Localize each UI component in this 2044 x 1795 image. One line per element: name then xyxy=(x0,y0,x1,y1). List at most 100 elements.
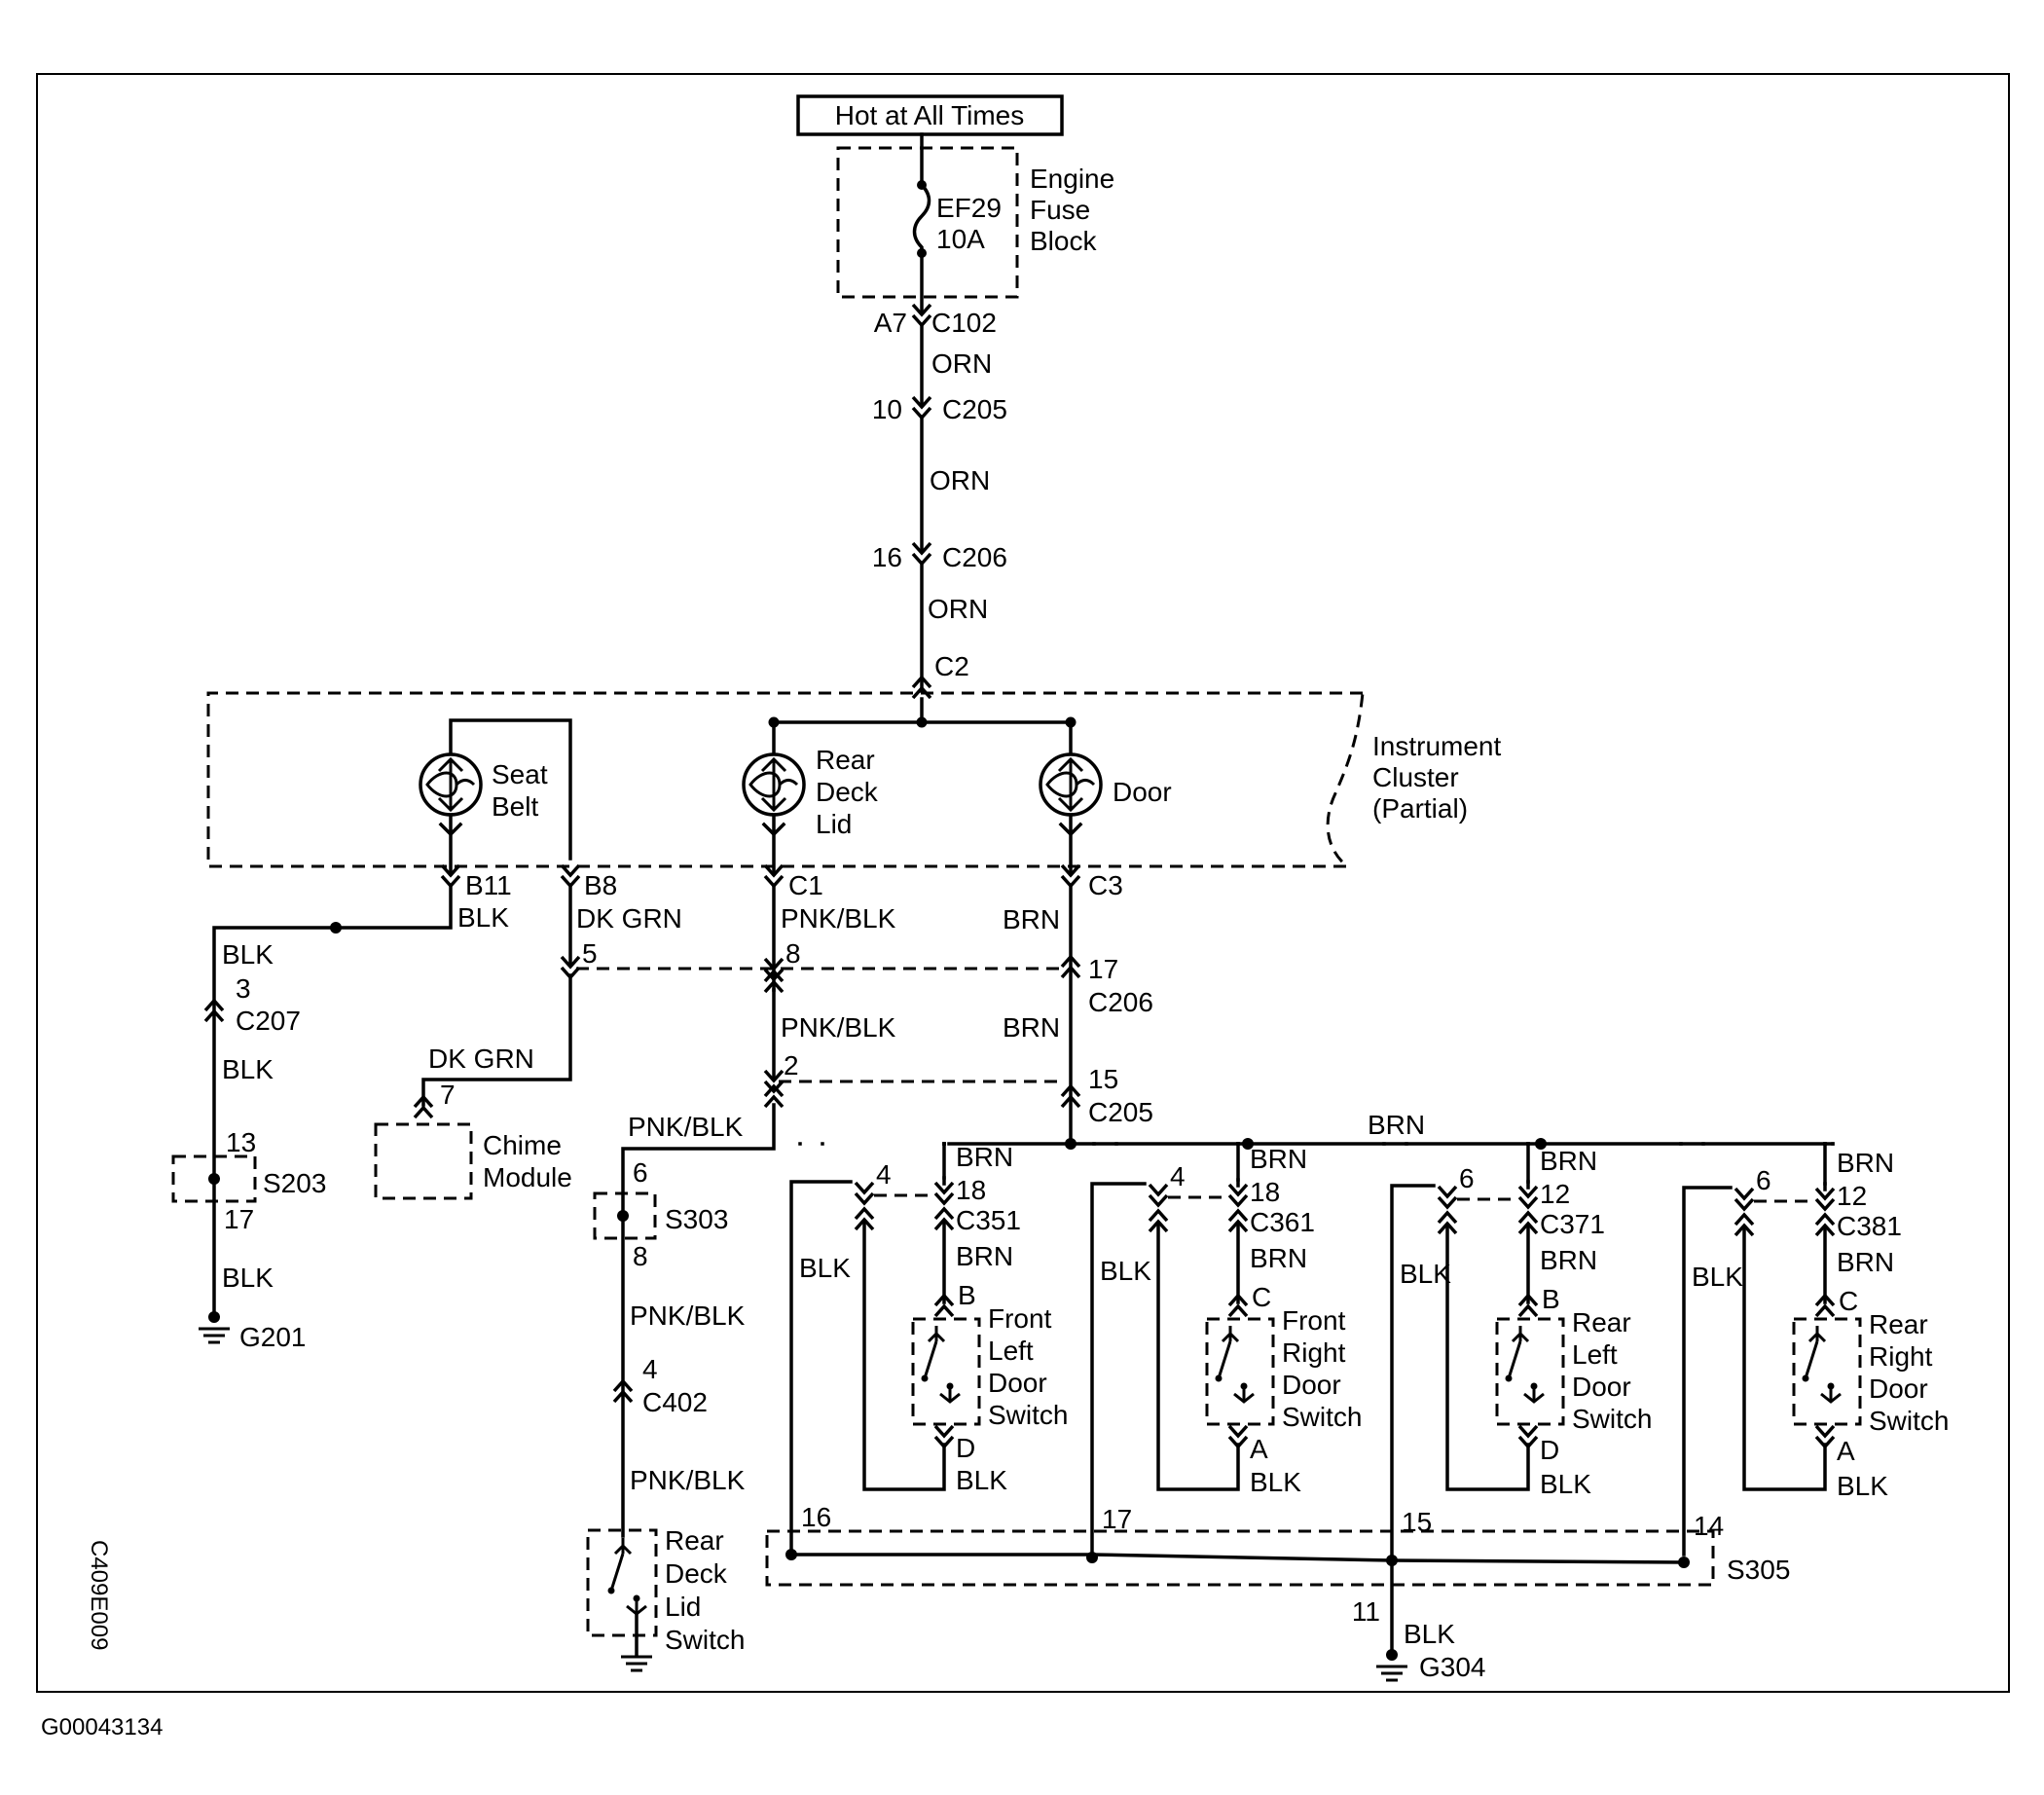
wire-brn-switch-rr: BRN xyxy=(1837,1247,1894,1277)
pin-17-label: 17 xyxy=(1088,954,1118,984)
wire-orn-1: ORN xyxy=(931,348,992,379)
wire-blk-outer-rr: BLK xyxy=(1692,1262,1743,1292)
pin-c1-label: C1 xyxy=(788,870,823,900)
fuse-id: EF29 xyxy=(936,193,1002,223)
wire-pnk-blk-c402-top: PNK/BLK xyxy=(630,1300,746,1331)
wire-blk-c207-top: BLK xyxy=(222,939,274,970)
switch-in-term-fl: B xyxy=(958,1280,976,1310)
splice-s303-outline xyxy=(593,1191,657,1240)
engine-fuse-block-outline xyxy=(836,146,1019,299)
s203-out-pin: 17 xyxy=(224,1204,254,1234)
wire-brn-switch-fl: BRN xyxy=(956,1241,1013,1271)
switch-in-term-rr: C xyxy=(1839,1286,1858,1316)
s203-label: S203 xyxy=(263,1168,326,1198)
wire-brn-top-fl: BRN xyxy=(956,1142,1013,1172)
switch-out-term-fr: A xyxy=(1250,1434,1268,1464)
wire-brn-top-fr: BRN xyxy=(1250,1144,1307,1174)
s305-label: S305 xyxy=(1727,1555,1790,1585)
door-switch-label-rr-1: Right xyxy=(1869,1341,1933,1372)
seat-belt-label-1: Seat xyxy=(492,759,548,789)
door-switch-outline-fr xyxy=(1205,1317,1275,1426)
wire-blk-return-rl: BLK xyxy=(1540,1469,1591,1499)
pin-blk-label-rl: 6 xyxy=(1459,1163,1475,1193)
door-ajar-indicator-icon xyxy=(1039,752,1103,817)
pin-brn-label-fr: 18 xyxy=(1250,1177,1280,1207)
wire-pnk-blk-c1: PNK/BLK xyxy=(781,903,896,934)
ground-g304-icon xyxy=(1374,1665,1409,1682)
c102-pin: A7 xyxy=(874,308,907,338)
door-switch-label-fl-2: Door xyxy=(988,1368,1047,1398)
c402-label: C402 xyxy=(642,1387,708,1417)
wire-brn-top-rl: BRN xyxy=(1540,1146,1597,1176)
cluster-name-2: Cluster xyxy=(1372,762,1459,792)
c205-door-label: C205 xyxy=(1088,1097,1153,1127)
door-switch-label-rr-0: Rear xyxy=(1869,1309,1928,1339)
door-switch-label-fl-3: Switch xyxy=(988,1400,1068,1430)
door-switch-label-rr-2: Door xyxy=(1869,1374,1928,1404)
fuse-ef29 xyxy=(912,182,931,255)
door-switch-outline-rr xyxy=(1792,1317,1862,1426)
figure-code-side: C409E009 xyxy=(86,1540,112,1650)
pin-15-label: 15 xyxy=(1088,1064,1118,1094)
wire-blk-return-rr: BLK xyxy=(1837,1471,1888,1501)
pin-brn-label-rr: 12 xyxy=(1837,1181,1867,1211)
pin-brn-label-rl: 12 xyxy=(1540,1179,1570,1209)
splice-s305-outline xyxy=(765,1529,1715,1587)
c102-label: C102 xyxy=(931,308,997,338)
pin-b11-label: B11 xyxy=(465,870,512,900)
figure-code-bottom: G00043134 xyxy=(41,1714,163,1740)
pin-brn-fr xyxy=(1227,1183,1249,1207)
c205-main-label: C205 xyxy=(942,394,1007,424)
door-switch-label-fr-0: Front xyxy=(1282,1305,1346,1336)
door-switch-icon-fl xyxy=(920,1324,962,1404)
wire-brn-c3: BRN xyxy=(1003,904,1060,934)
s305-pin-14: 14 xyxy=(1694,1511,1724,1541)
door-switch-label-fl-0: Front xyxy=(988,1303,1052,1334)
rear-deck-switch-label-1: Rear xyxy=(665,1525,724,1556)
wire-blk-return-fr: BLK xyxy=(1250,1467,1301,1497)
c2-label: C2 xyxy=(934,651,969,681)
chime-module-label-1: Chime xyxy=(483,1130,562,1160)
door-switch-label-fr-1: Right xyxy=(1282,1337,1346,1368)
pin-brn-rl xyxy=(1517,1185,1539,1209)
c207-pin: 3 xyxy=(236,973,251,1004)
ground-rear-deck-icon xyxy=(619,1655,654,1672)
ground-g201-icon xyxy=(197,1327,232,1344)
rear-deck-switch-label-3: Lid xyxy=(665,1592,701,1622)
c206-main-pin: 16 xyxy=(872,542,902,572)
wire-blk-g201: BLK xyxy=(222,1263,274,1293)
rear-deck-lamp-label-2: Deck xyxy=(816,777,879,807)
rear-deck-switch-label-2: Deck xyxy=(665,1558,728,1589)
wire-pnk-blk-mid: PNK/BLK xyxy=(781,1012,896,1043)
wire-orn-2: ORN xyxy=(930,465,990,495)
c207-label: C207 xyxy=(236,1006,301,1036)
seat-belt-label-2: Belt xyxy=(492,791,538,822)
chime-module-outline xyxy=(374,1122,473,1200)
s303-label: S303 xyxy=(665,1204,728,1234)
wire-blk-g304: BLK xyxy=(1404,1619,1455,1649)
s305-bus xyxy=(789,1553,1686,1564)
door-switch-icon-rr xyxy=(1801,1324,1843,1404)
door-lamp-label: Door xyxy=(1113,777,1172,807)
connector-label-rl: C371 xyxy=(1540,1209,1605,1239)
wire-pnk-blk-s303: PNK/BLK xyxy=(628,1112,744,1142)
seat-belt-indicator-icon xyxy=(419,752,483,817)
door-switch-label-fr-2: Door xyxy=(1282,1370,1341,1400)
s305-pin-17: 17 xyxy=(1102,1504,1132,1534)
s303-out-pin: 8 xyxy=(633,1241,648,1271)
pin-b8-label: B8 xyxy=(584,870,617,900)
c402-pin: 4 xyxy=(642,1354,658,1384)
pin-5-label: 5 xyxy=(582,938,598,969)
fuse-block-name-2: Fuse xyxy=(1030,195,1090,225)
pin-c3-label: C3 xyxy=(1088,870,1123,900)
pin-blk-rr xyxy=(1734,1187,1755,1211)
wire-brn-top-rr: BRN xyxy=(1837,1148,1894,1178)
cluster-name-1: Instrument xyxy=(1372,731,1501,761)
door-switch-outline-fl xyxy=(911,1317,981,1426)
wire-brn-switch-rl: BRN xyxy=(1540,1245,1597,1275)
power-source-box xyxy=(796,94,1064,136)
pin-8-label: 8 xyxy=(785,938,801,969)
pin-blk-label-rr: 6 xyxy=(1756,1165,1771,1195)
wire-brn-switch-fr: BRN xyxy=(1250,1243,1307,1273)
